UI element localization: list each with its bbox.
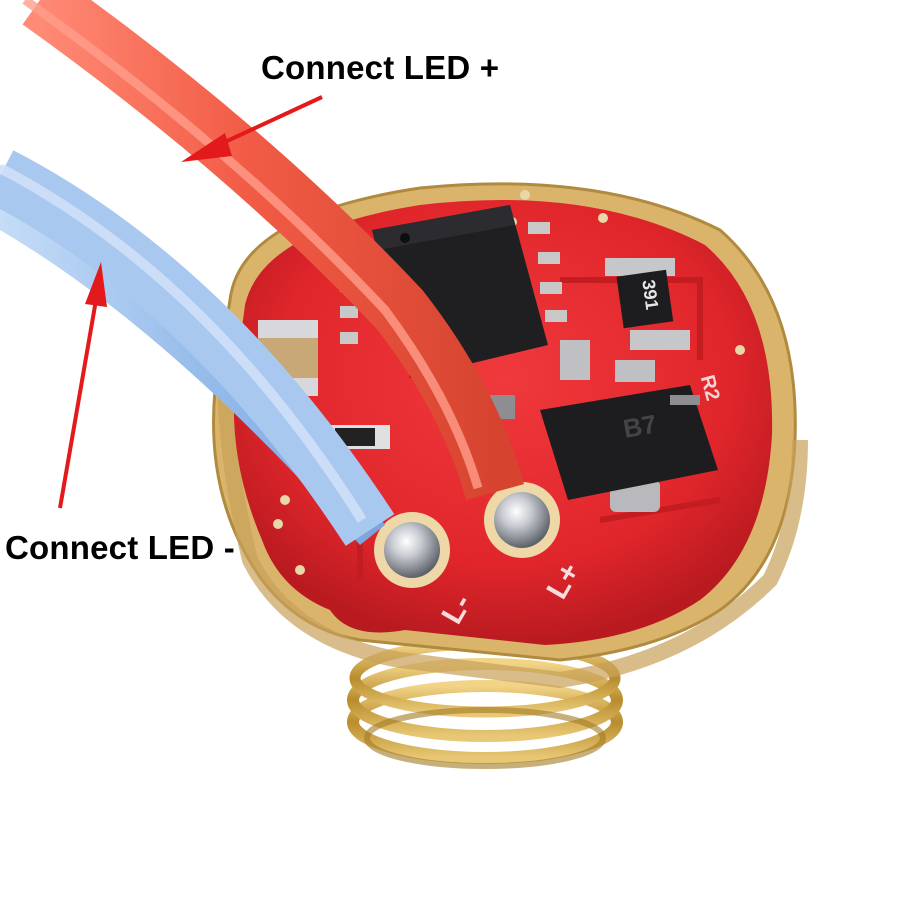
regulator-code: B7	[621, 409, 659, 444]
arrow-led-minus	[58, 262, 107, 509]
red-wire	[22, 0, 524, 501]
resistor-391: 391 R2	[605, 258, 724, 403]
blue-wire	[0, 150, 395, 546]
resistor-code: 391	[638, 278, 662, 311]
label-connect-led-plus: Connect LED +	[261, 49, 500, 86]
arrow-led-plus	[181, 95, 323, 162]
regulator-chip: B7	[540, 385, 718, 512]
label-connect-led-minus: Connect LED -	[5, 529, 235, 566]
solder-pads: L- L+	[374, 482, 587, 630]
